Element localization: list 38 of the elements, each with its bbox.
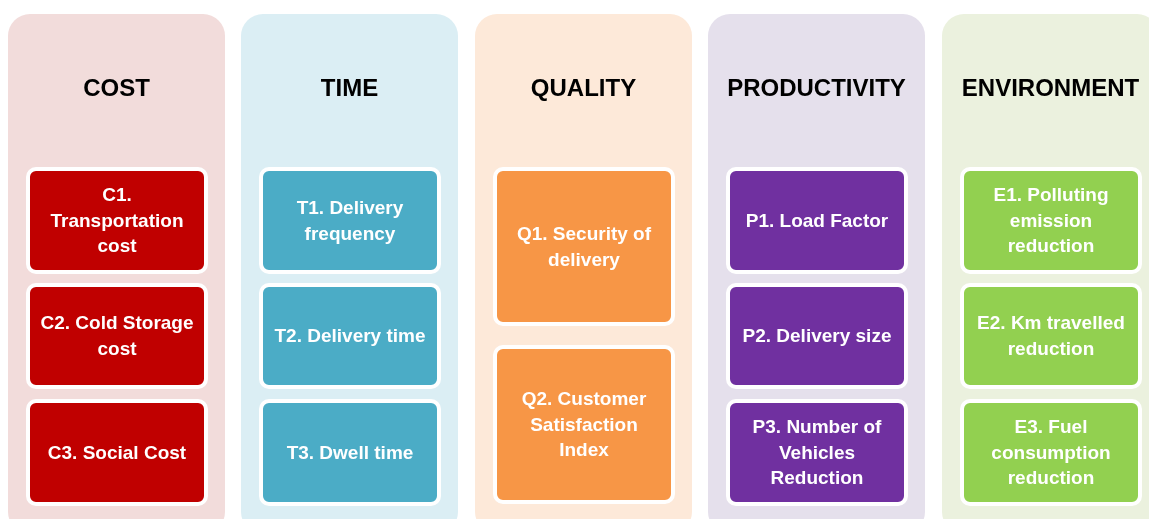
indicator-label: C3. Social Cost xyxy=(47,440,187,465)
category-heading: QUALITY xyxy=(529,74,638,102)
indicator-label: P1. Load Factor xyxy=(745,208,889,233)
indicator-box xyxy=(726,167,908,274)
indicator-box xyxy=(960,283,1142,389)
indicator-label: P2. Delivery size xyxy=(742,324,892,349)
category-panel xyxy=(475,14,692,519)
indicator-label: E2. Km travelled reduction xyxy=(976,311,1126,361)
indicator-label: P3. Number of Vehicles Reduction xyxy=(751,415,883,491)
category-panel xyxy=(8,14,225,519)
indicator-label: T2. Delivery time xyxy=(274,324,426,349)
indicator-label: T3. Dwell time xyxy=(286,440,414,465)
indicator-box xyxy=(26,399,208,506)
indicator-label: Q2. Customer Satisfaction Index xyxy=(520,387,648,463)
indicator-label: T1. Delivery frequency xyxy=(295,195,405,246)
indicator-box xyxy=(726,399,908,506)
category-heading: COST xyxy=(82,74,151,102)
indicator-box xyxy=(259,399,441,506)
indicator-box xyxy=(960,399,1142,506)
indicator-box xyxy=(960,167,1142,274)
indicator-box xyxy=(26,167,208,274)
indicator-label: Q1. Security of delivery xyxy=(515,221,653,272)
indicator-label: C1. Transportation cost xyxy=(49,183,185,259)
category-heading: TIME xyxy=(319,74,380,102)
category-panel xyxy=(942,14,1149,519)
indicator-box xyxy=(493,167,675,326)
indicator-box xyxy=(259,283,441,389)
indicator-box xyxy=(26,283,208,389)
indicator-box xyxy=(493,345,675,504)
indicator-box xyxy=(726,283,908,389)
indicator-label: E1. Polluting emission reduction xyxy=(992,183,1110,259)
category-heading: PRODUCTIVITY xyxy=(726,74,907,102)
category-panel xyxy=(708,14,925,519)
indicator-label: E3. Fuel consumption reduction xyxy=(990,415,1112,491)
indicator-box xyxy=(259,167,441,274)
category-heading: ENVIRONMENT xyxy=(960,74,1141,102)
indicator-label: C2. Cold Storage cost xyxy=(39,311,195,361)
category-panel xyxy=(241,14,458,519)
